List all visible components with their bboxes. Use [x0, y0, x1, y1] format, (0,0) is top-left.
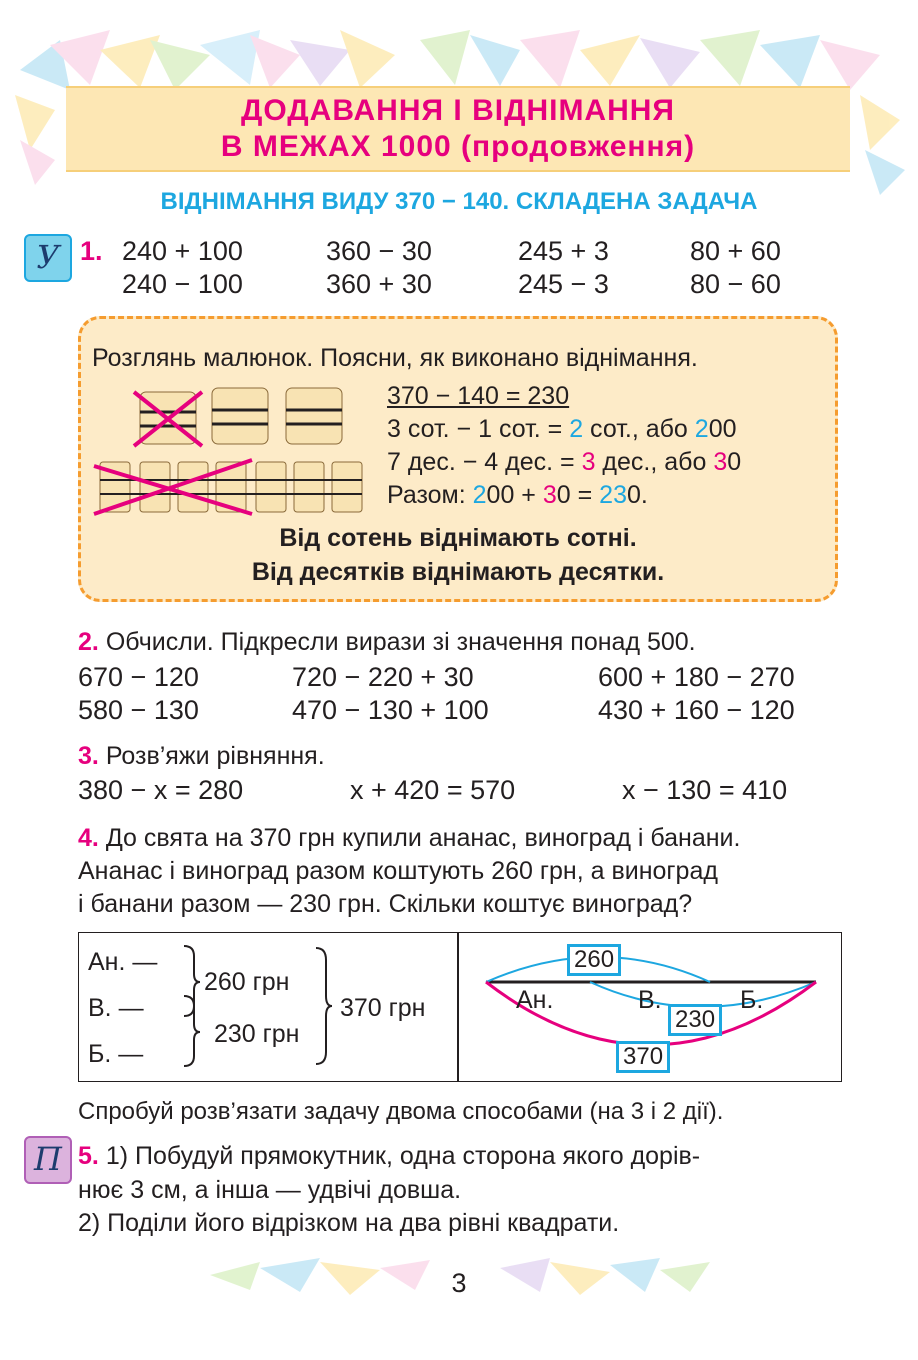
oral-badge-letter: У — [36, 238, 60, 276]
label-230-box: 230 — [668, 1004, 723, 1036]
explanation-equation: 370 − 140 = 230 — [387, 382, 570, 410]
explanation-hundreds: 3 сот. − 1 сот. = 2 сот., або 200 — [387, 415, 737, 443]
page-number: 3 — [451, 1268, 467, 1298]
title-banner: ДОДАВАННЯ І ВІДНІМАННЯ В МЕЖАХ 1000 (про… — [66, 86, 850, 172]
section-subtitle: ВІДНІМАННЯ ВИДУ 370 − 140. СКЛАДЕНА ЗАДА… — [160, 188, 758, 215]
task1-r1c4: 80 + 60 — [690, 236, 781, 266]
task4-line1: 4. До свята на 370 грн купили ананас, ви… — [78, 824, 741, 852]
task1-r1c3: 245 + 3 — [518, 236, 609, 266]
task2-r2c2: 470 − 130 + 100 — [292, 695, 489, 725]
task2-r1c1: 670 − 120 — [78, 662, 199, 692]
rule-tens: Від десятків віднімають десятки. — [251, 558, 665, 586]
explanation-intro: Розглянь малюнок. Поясни, як виконано ві… — [92, 344, 698, 372]
explanation-total: Разом: 200 + 30 = 230. — [387, 481, 648, 509]
task4-short-notes-table — [78, 932, 842, 1082]
task2-r2c1: 580 − 130 — [78, 695, 199, 725]
task5-line2: нює 3 см, а інша — удвічі довша. — [78, 1176, 462, 1204]
label-260-box: 260 — [567, 944, 622, 976]
sticks-illustration — [93, 387, 363, 516]
sum-ab: 260 грн — [204, 968, 290, 996]
task3-eq1: 380 − x = 280 — [78, 775, 244, 805]
note-grapes: В. — — [88, 994, 144, 1022]
diagram-label-pineapple: Ан. — [516, 986, 554, 1014]
brace-marks — [183, 945, 333, 1067]
note-bananas: Б. — — [88, 1040, 144, 1068]
task1-r1c2: 360 − 30 — [326, 236, 432, 266]
written-task-badge: П — [24, 1136, 72, 1184]
task5-line1: 5. 1) Побудуй прямокутник, одна сторона … — [78, 1142, 701, 1170]
task1-r2c2: 360 + 30 — [326, 269, 432, 299]
page-title-line1: ДОДАВАННЯ І ВІДНІМАННЯ — [240, 94, 675, 127]
task2-heading: 2. Обчисли. Підкресли вирази зі значення… — [78, 628, 696, 656]
written-badge-letter: П — [34, 1140, 62, 1178]
task1-r2c4: 80 − 60 — [690, 269, 781, 299]
task1-r2c1: 240 − 100 — [122, 269, 243, 299]
task3-eq3: x − 130 = 410 — [622, 775, 788, 805]
task3-heading: 3. Розв’яжи рівняння. — [78, 742, 325, 770]
task5-line3: 2) Поділи його відрізком на два рівні кв… — [78, 1209, 620, 1237]
explanation-tens: 7 дес. − 4 дес. = 3 дес., або 30 — [387, 448, 742, 476]
task2-r1c3: 600 + 180 − 270 — [598, 662, 795, 692]
task4-line2: Ананас і виноград разом коштують 260 грн… — [78, 857, 718, 885]
sum-vb: 230 грн — [214, 1020, 300, 1048]
task4-line3: і банани разом — 230 грн. Скільки коштує… — [78, 890, 693, 918]
task1-number: 1. — [80, 236, 103, 266]
task3-eq2: x + 420 = 570 — [350, 775, 516, 805]
page-title-line2: В МЕЖАХ 1000 (продовження) — [220, 130, 696, 163]
label-370-box: 370 — [616, 1041, 671, 1073]
task2-r1c2: 720 − 220 + 30 — [292, 662, 474, 692]
task4-hint: Спробуй розв’язати задачу двома способам… — [78, 1098, 724, 1125]
task1-r2c3: 245 − 3 — [518, 269, 609, 299]
rule-hundreds: Від сотень віднімають сотні. — [279, 524, 637, 552]
diagram-label-bananas: Б. — [740, 986, 764, 1014]
note-pineapple: Ан. — — [88, 948, 158, 976]
diagram-label-grapes: В. — [638, 986, 662, 1014]
task1-r1c1: 240 + 100 — [122, 236, 243, 266]
explanation-box — [78, 316, 838, 602]
sum-total: 370 грн — [340, 994, 426, 1022]
task2-r2c3: 430 + 160 − 120 — [598, 695, 795, 725]
oral-task-badge: У — [24, 234, 72, 282]
